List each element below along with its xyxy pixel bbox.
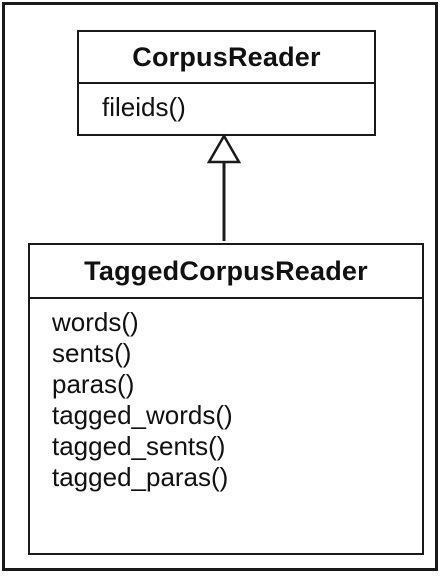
- corpusreader-class-box: CorpusReader fileids(): [77, 30, 376, 136]
- method-tagged-sents: tagged_sents(): [52, 430, 226, 461]
- diagram-frame: CorpusReader fileids() TaggedCorpusReade…: [2, 2, 438, 571]
- taggedcorpusreader-methods: words() sents() paras() tagged_words() t…: [30, 299, 422, 493]
- method-tagged-paras: tagged_paras(): [52, 461, 229, 492]
- method-tagged-words: tagged_words(): [52, 399, 233, 430]
- corpusreader-methods: fileids(): [79, 84, 374, 123]
- corpusreader-class-name: CorpusReader: [79, 32, 374, 84]
- method-paras: paras(): [52, 368, 135, 399]
- method-fileids: fileids(): [102, 92, 186, 122]
- inheritance-arrowhead-icon: [206, 133, 242, 164]
- taggedcorpusreader-class-name: TaggedCorpusReader: [30, 245, 422, 299]
- method-sents: sents(): [52, 337, 132, 368]
- method-words: words(): [52, 307, 139, 337]
- taggedcorpusreader-class-box: TaggedCorpusReader words() sents() paras…: [28, 243, 424, 555]
